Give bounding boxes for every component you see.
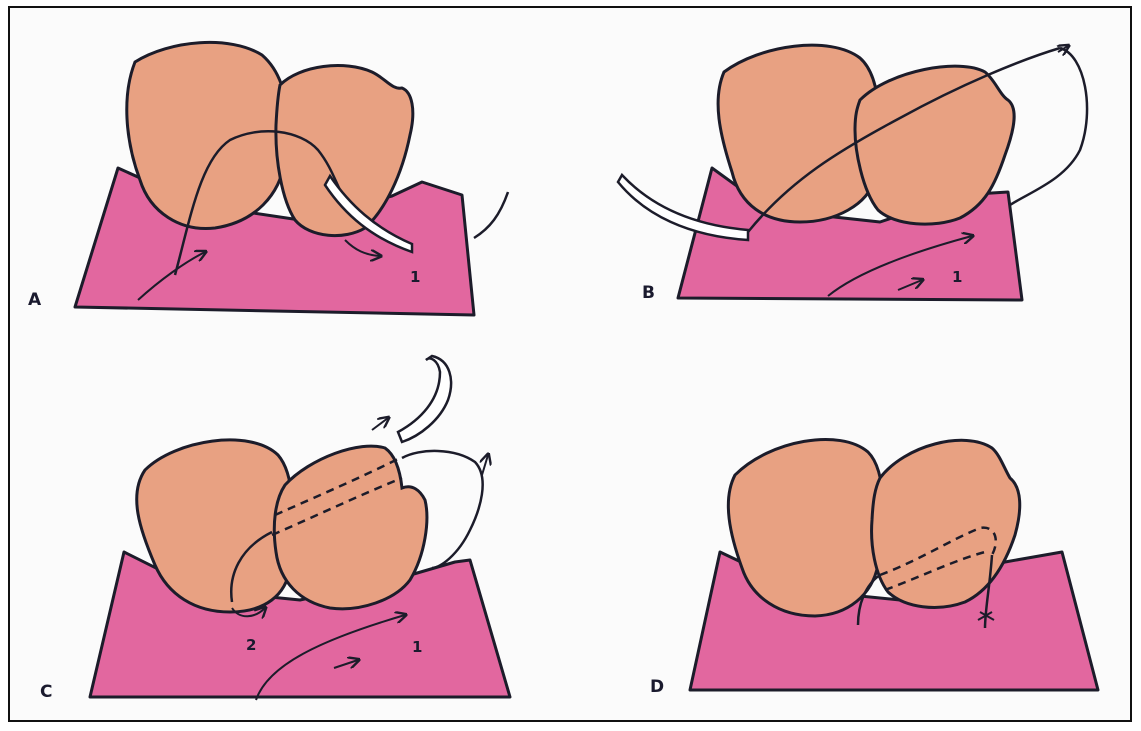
tooth-a-left bbox=[127, 42, 288, 228]
arrow-c-5 bbox=[482, 455, 488, 475]
panel-label-b: B bbox=[642, 283, 655, 303]
panel-label-a: A bbox=[28, 290, 42, 310]
tooth-c-right bbox=[274, 446, 427, 609]
panel-c: C 2 1 bbox=[40, 356, 510, 702]
arrow-c-4 bbox=[372, 418, 388, 430]
step-number-a-1: 1 bbox=[410, 268, 420, 286]
panel-label-c: C bbox=[40, 682, 52, 702]
needle-c bbox=[398, 356, 451, 442]
panel-a: A 1 bbox=[28, 42, 508, 315]
panel-label-d: D bbox=[650, 677, 664, 697]
suture-tail-a bbox=[474, 192, 508, 238]
suture-loop-b bbox=[1010, 48, 1087, 205]
step-number-c-1: 1 bbox=[412, 638, 422, 656]
step-number-b-1: 1 bbox=[952, 268, 962, 286]
panel-d: D bbox=[650, 439, 1098, 697]
step-number-c-2: 2 bbox=[246, 636, 256, 654]
panel-b: B 1 bbox=[618, 45, 1087, 303]
